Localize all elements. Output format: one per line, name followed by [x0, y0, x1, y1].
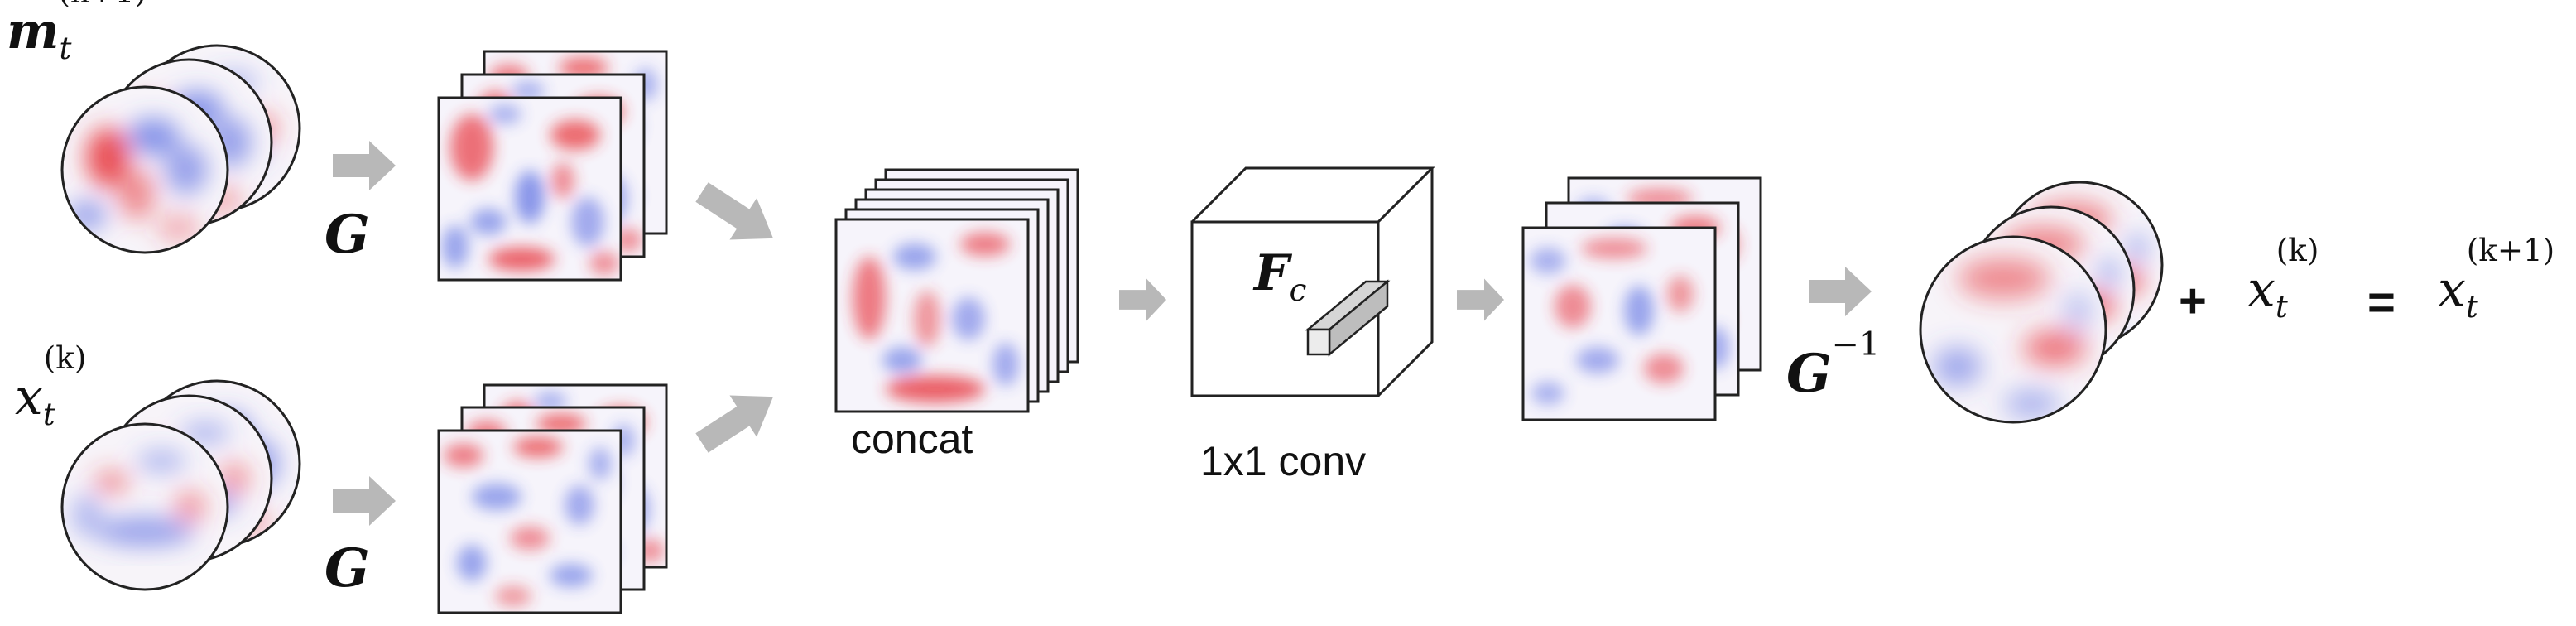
label-result-x: xt(k+1) — [2438, 232, 2555, 325]
equals-sign: = — [2367, 276, 2396, 330]
operator-G-inverse: G−1 — [1786, 325, 1881, 405]
caption-1x1-conv: 1x1 conv — [1200, 438, 1367, 484]
arrow-bottom-to-concat — [688, 375, 787, 465]
sphere-stack-output — [1919, 181, 2164, 424]
arrow-to-G-inverse — [1809, 267, 1872, 316]
sphere-stack-x — [60, 379, 301, 591]
sphere-output-front — [1919, 235, 2107, 424]
kernel-block — [1305, 279, 1391, 357]
map-stack-bottom — [437, 383, 668, 614]
map-stack-top — [437, 50, 668, 282]
label-x-input: xt(k) — [15, 339, 87, 432]
label-residual-x: xt(k) — [2247, 232, 2319, 325]
arrow-concat-to-conv — [1119, 278, 1166, 321]
label-Fc: Fc — [1254, 244, 1307, 308]
arrow-conv-to-maps — [1457, 278, 1504, 321]
sphere-x-front — [60, 422, 229, 591]
conv-cube — [1190, 166, 1435, 397]
plus-sign: + — [2179, 274, 2207, 328]
map-stack-after-conv — [1521, 176, 1762, 421]
arrow-top-to-concat — [688, 171, 787, 260]
operator-G-top: G — [324, 204, 370, 266]
sphere-m-front — [60, 85, 229, 254]
label-m-input: mt(k+1) — [7, 0, 147, 66]
caption-concat: concat — [851, 416, 973, 462]
sphere-stack-m — [60, 44, 301, 254]
arrow-to-G-top — [333, 141, 396, 190]
arrow-to-G-bottom — [333, 476, 396, 526]
operator-G-bottom: G — [324, 537, 370, 600]
concat-stack — [834, 168, 1079, 413]
